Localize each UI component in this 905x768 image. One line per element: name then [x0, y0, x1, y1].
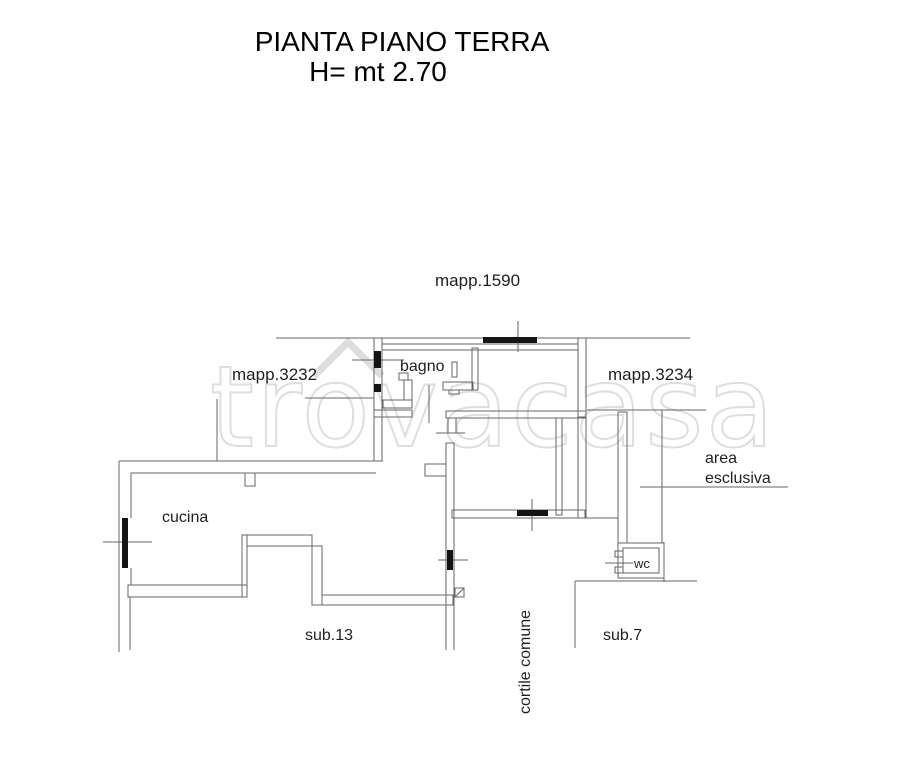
cucina-window-bar [122, 518, 128, 568]
watermark-text: trovacasa [210, 343, 776, 473]
label-cucina: cucina [162, 509, 208, 526]
label-mapp-1590: mapp.1590 [435, 271, 520, 290]
cucina-bottom-wall [127, 584, 248, 598]
wc-inner-wall [622, 547, 660, 574]
window-bars-group [122, 337, 548, 570]
fixtures-group [382, 347, 479, 598]
walls-group [118, 337, 665, 652]
sub13-bottom-wall [321, 594, 454, 606]
label-area-esclusiva-line2: esclusiva [705, 470, 771, 487]
label-sub-13: sub.13 [305, 627, 353, 644]
bagno-window-bar-upper [374, 351, 381, 368]
top-window-bar [483, 337, 537, 343]
page-title: PIANTA PIANO TERRA [255, 26, 550, 57]
labels-group: mapp.1590 mapp.3232 bagno mapp.3234 area… [162, 271, 771, 714]
label-sub-7: sub.7 [603, 627, 642, 644]
sub13-step-wall-horizontal [246, 534, 313, 547]
label-bagno: bagno [400, 358, 445, 375]
wc-door-notch-top [614, 550, 624, 558]
hatch-square [454, 587, 465, 598]
label-mapp-3232: mapp.3232 [232, 365, 317, 384]
label-area-esclusiva-line1: area [705, 450, 737, 467]
watermark: trovacasa [209, 337, 776, 474]
wc-outer-wall [617, 542, 665, 579]
cucina-right-wall [241, 534, 248, 598]
central-window-bar [517, 510, 548, 516]
corridor-counter-fixture [424, 463, 447, 477]
wc-door-notch-bottom [614, 566, 624, 574]
bagno-partition-stub [451, 361, 458, 378]
central-room-top-wall [445, 410, 587, 419]
sub13-step-wall-vertical [311, 545, 323, 606]
page-subtitle-height: H= mt 2.70 [309, 56, 447, 87]
bagno-bottom-wall-left [373, 409, 413, 418]
title-block: PIANTA PIANO TERRA H= mt 2.70 [255, 26, 550, 87]
door-jamb-stub [447, 417, 457, 434]
label-cortile-comune: cortile comune [517, 610, 534, 714]
watermark-house-roof-icon [311, 337, 385, 379]
central-room-right-inner-wall [555, 417, 563, 516]
bagno-toilet-wall-horizontal [382, 399, 413, 409]
bagno-toilet-tank [398, 372, 409, 381]
hatch-square-diagonal [454, 587, 465, 598]
bagno-partition-wall [471, 347, 479, 391]
label-wc: wc [633, 556, 650, 571]
bagno-window-bar-lower [374, 384, 381, 392]
bagno-sink-basin [448, 389, 460, 395]
cucina-top-notch [244, 472, 256, 487]
corridor-window-bar [447, 550, 453, 570]
label-mapp-3234: mapp.3234 [608, 365, 693, 384]
